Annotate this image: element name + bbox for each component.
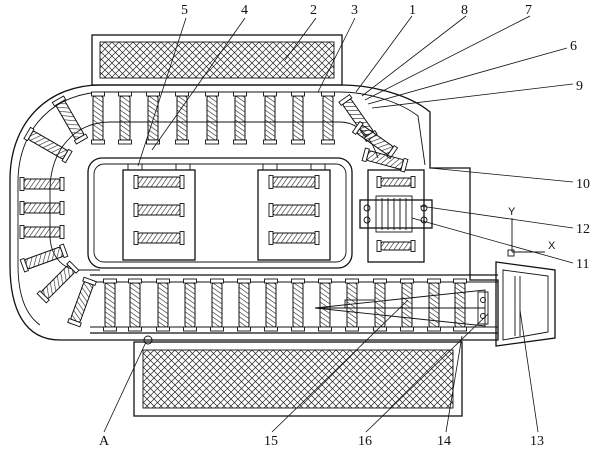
label-6: 6 [570,39,577,54]
roller [268,203,320,217]
inner-island-frame [87,157,353,269]
roller [351,120,399,160]
roller [400,278,414,332]
roller [19,243,69,273]
roller [237,278,251,332]
roller [345,278,359,332]
roller [23,126,73,164]
label-9: 9 [576,79,583,94]
lower-storage-box [133,341,463,417]
roller [205,91,219,145]
axis-x-label: X [548,240,556,252]
roller [183,278,197,332]
roller [36,260,80,304]
label-13: 13 [530,434,544,449]
axis-y-label: Y [508,206,516,218]
roller [19,201,65,215]
label-14: 14 [437,434,451,449]
label-16: 16 [358,434,372,449]
label-7: 7 [525,3,532,18]
label-3: 3 [351,3,358,18]
roller [361,147,409,173]
leader-lines [103,15,574,433]
roller [321,91,335,145]
roller [128,278,142,332]
roller-group [19,91,467,332]
roller [291,91,305,145]
roller [453,278,467,332]
roller [133,203,185,217]
clamp-mechanism [359,169,433,263]
outer-guide-rail [17,91,426,326]
roller [133,231,185,245]
roller [19,225,65,239]
label-5: 5 [181,3,188,18]
label-1: 1 [409,3,416,18]
upper-storage-box [91,34,343,86]
detail-circle-a [143,335,153,345]
roller [67,276,97,328]
label-12: 12 [576,222,590,237]
inner-left-cassette [122,163,196,261]
label-a: A [99,434,110,449]
roller [103,278,117,332]
roller [51,95,89,145]
axis-indicator: Y X [507,206,556,257]
label-2: 2 [310,3,317,18]
roller [376,240,416,252]
label-15: 15 [264,434,278,449]
roller [427,278,441,332]
roller [291,278,305,332]
discharge-hopper [495,261,556,347]
roller [376,176,416,188]
roller [210,278,224,332]
roller [91,91,105,145]
roller [19,177,65,191]
reference-numerals: 5 4 2 3 1 8 7 6 9 10 12 11 13 14 16 15 A [99,3,590,449]
roller [175,91,189,145]
roller [133,175,185,189]
label-10: 10 [576,177,590,192]
roller [118,91,132,145]
label-11: 11 [576,257,589,272]
roller [318,278,332,332]
inner-right-cassette [257,163,331,261]
roller [263,91,277,145]
label-4: 4 [241,3,248,18]
label-8: 8 [461,3,468,18]
roller [264,278,278,332]
roller [268,231,320,245]
roller [268,175,320,189]
roller [146,91,160,145]
roller [233,91,247,145]
roller [156,278,170,332]
